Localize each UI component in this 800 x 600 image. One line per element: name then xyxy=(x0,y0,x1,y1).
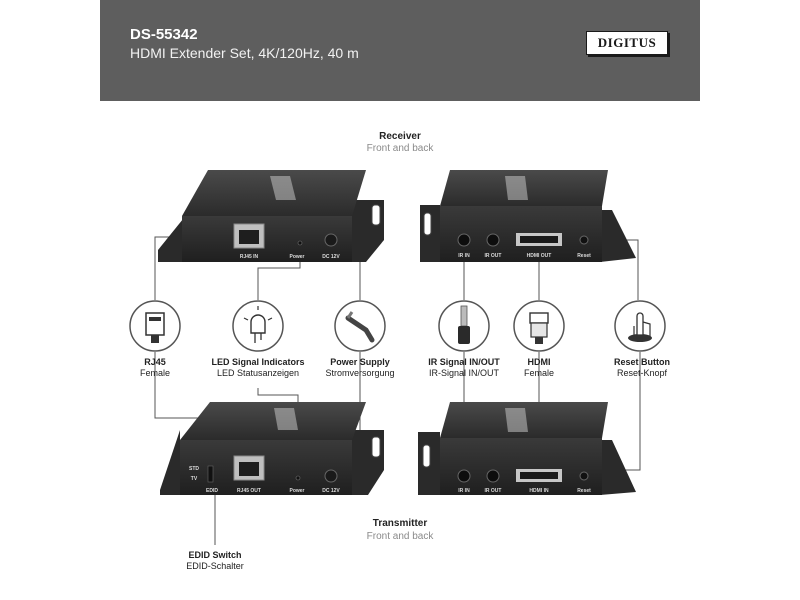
led-icon xyxy=(232,300,284,352)
power-title: Power Supply xyxy=(330,357,390,367)
ir-sub: IR-Signal IN/OUT xyxy=(428,368,499,378)
transmitter-subtitle: Front and back xyxy=(366,531,434,542)
power-sub: Stromversorgung xyxy=(325,368,395,378)
reset-sub: Reset-Knopf xyxy=(616,368,668,378)
tx-power-label: Power xyxy=(289,488,304,494)
tx-dc-label: DC 12V xyxy=(322,488,340,494)
tx-reset-label: Reset xyxy=(577,488,591,494)
rx-hdmi-label: HDMI OUT xyxy=(527,253,552,259)
tx-tv-label: TV xyxy=(191,476,198,482)
connector-lines xyxy=(154,236,641,545)
rj45-plug-icon xyxy=(129,300,181,352)
product-description: HDMI Extender Set, 4K/120Hz, 40 m xyxy=(130,45,359,61)
hdmi-sub: Female xyxy=(523,368,554,378)
hdmi-plug-icon xyxy=(513,300,565,352)
reset-callout: Reset Button Reset-Knopf xyxy=(582,357,702,379)
receiver-title: Receiver xyxy=(379,131,421,142)
led-sub: LED Statusanzeigen xyxy=(216,368,300,378)
transmitter-back-device: IR IN IR OUT HDMI IN Reset xyxy=(418,402,636,495)
brand-logo-text: DIGITUS xyxy=(597,35,657,50)
edid-title: EDID Switch xyxy=(188,550,242,560)
tx-irout-label: IR OUT xyxy=(485,488,502,494)
hdmi-title: HDMI xyxy=(527,357,551,367)
ir-callout: IR Signal IN/OUT IR-Signal IN/OUT xyxy=(404,357,524,379)
edid-callout: EDID Switch EDID-Schalter xyxy=(155,550,275,572)
rj45-sub: Female xyxy=(139,368,170,378)
ir-title: IR Signal IN/OUT xyxy=(428,357,500,367)
header-banner: DS-55342 HDMI Extender Set, 4K/120Hz, 40… xyxy=(100,0,700,101)
led-title: LED Signal Indicators xyxy=(211,357,305,367)
receiver-subtitle: Front and back xyxy=(366,143,434,154)
tx-std-label: STD xyxy=(189,466,199,472)
hdmi-callout: HDMI Female xyxy=(479,357,599,379)
power-callout: Power Supply Stromversorgung xyxy=(300,357,420,379)
audio-jack-icon xyxy=(438,300,490,352)
tx-edid-label: EDID xyxy=(206,488,218,494)
receiver-back-device: IR IN IR OUT HDMI OUT Reset xyxy=(420,170,636,262)
tx-rj45-label: RJ45 OUT xyxy=(237,488,261,494)
rx-dc-label: DC 12V xyxy=(322,254,340,260)
transmitter-front-device: STD TV EDID RJ45 OUT Power DC 12V xyxy=(160,402,384,495)
transmitter-title: Transmitter xyxy=(372,518,428,529)
power-plug-icon xyxy=(334,300,386,352)
tx-hdmi-label: HDMI IN xyxy=(529,488,549,494)
led-callout: LED Signal Indicators LED Statusanzeigen xyxy=(198,357,318,379)
product-code: DS-55342 xyxy=(130,26,198,43)
reset-finger-icon xyxy=(614,300,666,352)
rj45-callout: RJ45 Female xyxy=(95,357,215,379)
tx-irin-label: IR IN xyxy=(458,488,470,494)
rx-reset-label: Reset xyxy=(577,253,591,259)
brand-logo: DIGITUS xyxy=(586,31,668,55)
rx-rj45-label: RJ45 IN xyxy=(240,254,259,260)
edid-sub: EDID-Schalter xyxy=(186,561,244,571)
rx-irin-label: IR IN xyxy=(458,253,470,259)
rj45-title: RJ45 xyxy=(144,357,166,367)
rx-irout-label: IR OUT xyxy=(485,253,502,259)
rx-power-label: Power xyxy=(289,254,304,260)
receiver-front-device: RJ45 IN Power DC 12V xyxy=(158,170,384,262)
reset-title: Reset Button xyxy=(614,357,670,367)
